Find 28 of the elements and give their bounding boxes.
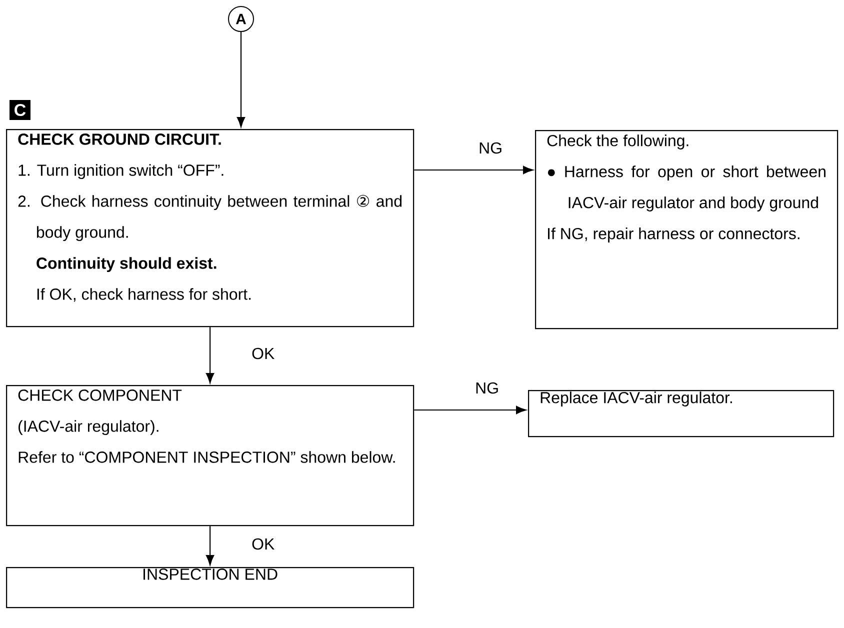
heading: CHECK GROUND CIRCUIT. <box>18 134 221 145</box>
body-text: If NG, repair harness or connectors. <box>548 228 800 242</box>
step-text: 2. Check harness continuity between terminal ② and body ground. <box>18 194 402 242</box>
body-text: INSPECTION END <box>144 568 278 580</box>
end-box <box>6 567 414 608</box>
edge-label: NG <box>476 382 498 394</box>
edge-label: NG <box>480 142 502 154</box>
arrow <box>414 406 526 414</box>
item-text: ● Harness for open or short between IACV-air regulator and body ground <box>548 166 826 212</box>
edge-label: OK <box>252 348 274 360</box>
circled-letter: A <box>228 6 254 32</box>
result-text: Continuity should exist. <box>36 257 216 272</box>
arrow <box>206 526 214 566</box>
step-text: 1. Turn ignition switch “OFF”. <box>18 164 224 180</box>
arrow <box>206 327 214 384</box>
instruction-box <box>528 390 834 438</box>
body-text: Replace IACV-air regulator. <box>540 392 732 406</box>
arrow <box>414 166 534 174</box>
instruction-box <box>535 130 838 330</box>
note-text: If OK, check harness for short. <box>37 288 251 302</box>
edge-label: OK <box>252 538 274 550</box>
arrow <box>236 32 246 128</box>
body-text: Refer to “COMPONENT INSPECTION” shown below. <box>18 451 395 463</box>
process-box <box>6 129 414 328</box>
body-text: Check the following. <box>547 134 688 150</box>
body-text: CHECK COMPONENT <box>18 390 182 401</box>
process-box <box>6 385 414 526</box>
body-text: (IACV-air regulator). <box>18 420 158 436</box>
